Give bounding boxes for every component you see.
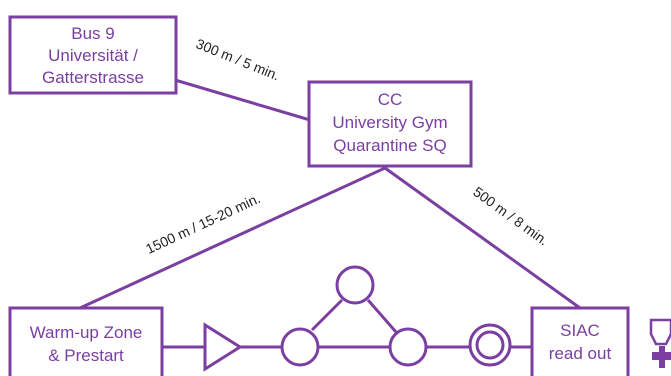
edge-label-cc-warmup: 1500 m / 15-20 min. [143,190,263,257]
node-competition-centre: CC University Gym Quarantine SQ [307,80,473,168]
node-cc-line-3: Quarantine SQ [333,136,446,155]
node-warmup-zone: Warm-up Zone & Prestart [8,306,164,376]
control-circle-icon [280,327,320,367]
node-warmup-line-1: Warm-up Zone [30,323,143,342]
node-siac-line-1: SIAC [560,321,600,340]
connector-cc-to-siac [384,166,581,310]
control-circle-icon [388,327,428,367]
node-warmup-line-2: & Prestart [48,346,124,365]
control-circle-icon [335,265,375,305]
node-bus-stop-line-3: Gatterstrasse [42,68,144,87]
first-aid-cross-icon [649,318,671,368]
edge-label-bus-cc: 300 m / 5 min. [194,35,282,83]
node-siac-readout: SIAC read out [530,306,630,376]
node-bus-stop-line-2: Universität / [48,46,138,65]
node-siac-line-2: read out [549,344,612,363]
course-leg-up-1 [310,298,344,332]
start-triangle-icon [203,322,243,372]
course-leg-down [366,299,398,333]
finish-double-circle-icon [468,323,512,367]
node-bus-stop: Bus 9 Universität / Gatterstrasse [8,15,178,95]
node-cc-line-1: CC [378,90,403,109]
node-cc-line-2: University Gym [332,113,447,132]
connector-bus-to-cc [174,78,311,122]
connector-cc-to-warmup [79,166,386,310]
node-bus-stop-line-1: Bus 9 [71,24,114,43]
